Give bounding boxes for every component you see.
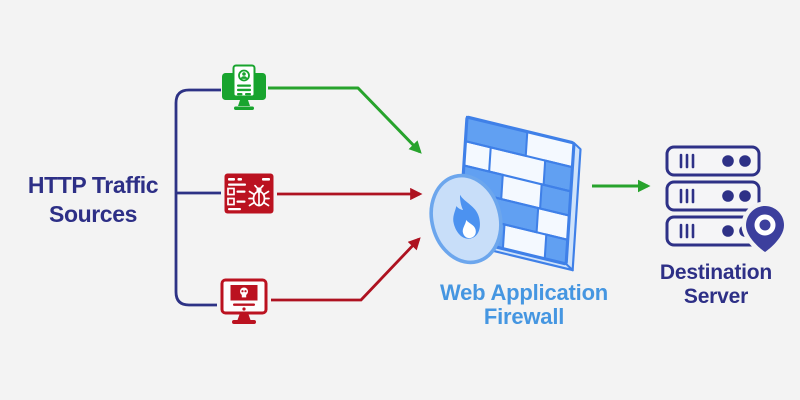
brick-wall-flame-icon — [429, 115, 582, 272]
flame-inner — [462, 219, 476, 239]
pin-body — [746, 206, 784, 252]
browser-titlebar-marks — [228, 178, 270, 211]
monitor-stand — [237, 313, 251, 320]
web-application-firewall-label: Web Application Firewall — [413, 281, 635, 329]
avatar-head — [242, 72, 246, 76]
threat-traffic-arrow-bottom — [271, 237, 421, 302]
source-bracket-connector — [174, 88, 221, 307]
bug-browser-icon — [224, 173, 274, 214]
avatar-shoulders — [240, 76, 248, 79]
bug-icon — [248, 184, 270, 207]
waf-label-line2: Firewall — [483, 304, 565, 329]
document-text-lines — [237, 84, 251, 96]
skull-monitor-icon — [220, 278, 268, 324]
wall-mortar-lines — [460, 140, 573, 241]
server-vents — [679, 188, 695, 204]
server-units — [665, 145, 761, 247]
server-stack-location-icon — [665, 145, 789, 258]
monitor-base — [234, 106, 254, 110]
destination-server-label: Destination Server — [626, 261, 800, 309]
skull-icon — [240, 287, 248, 298]
monitor-power-dot — [242, 307, 246, 311]
checkbox-item — [227, 197, 235, 206]
safe-traffic-arrow — [268, 86, 422, 154]
monitor-stand — [238, 100, 250, 106]
popup-text-line — [233, 303, 255, 306]
http-traffic-sources-line2: Sources — [49, 201, 137, 227]
server-vents — [679, 223, 695, 239]
user-browser-monitor-icon — [222, 64, 266, 110]
server-vents — [679, 153, 695, 169]
avatar-icon — [238, 69, 250, 82]
http-traffic-sources-label: HTTP Traffic Sources — [2, 171, 184, 229]
checkbox-item — [227, 187, 235, 196]
destination-label-line2: Server — [683, 285, 749, 308]
flame-badge — [429, 173, 503, 265]
waf-label-line1: Web Application — [439, 280, 609, 305]
destination-label-line1: Destination — [659, 261, 773, 284]
location-pin-icon — [741, 201, 789, 258]
monitor-base — [232, 320, 256, 324]
pin-ring — [754, 214, 776, 236]
http-traffic-sources-line1: HTTP Traffic — [27, 172, 159, 198]
